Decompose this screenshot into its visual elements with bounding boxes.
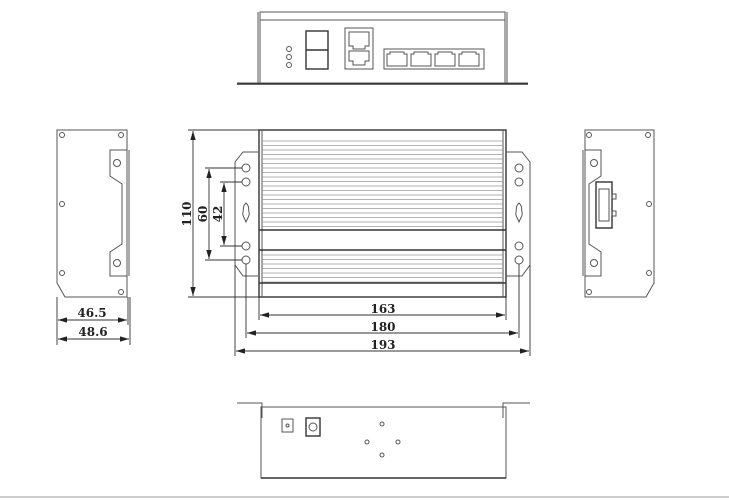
power-inputs [281,417,321,437]
dimension-lines [188,129,531,356]
dim-label-46-5: 46.5 [77,306,106,320]
dim-label-193: 193 [370,338,395,352]
dim-label-48-6: 48.6 [78,325,107,339]
top-view-port-panel [237,11,528,85]
dim-label-42: 42 [211,206,225,223]
main-view-heatsink-body [234,129,531,298]
terminal-connector [595,181,617,229]
left-side-view [56,129,131,345]
right-side-view [582,129,655,298]
dim-label-180: 180 [370,320,395,334]
rj45-stacked-ports [344,27,374,70]
heatsink-fins [262,140,503,283]
dim-label-60: 60 [196,206,210,223]
bottom-view-rear-panel [237,402,530,479]
sfp-slots [305,30,329,70]
rj45-ports-row [383,48,485,70]
dim-label-163: 163 [370,302,395,316]
left-mounting-ear [234,151,258,277]
dim-label-110: 110 [180,201,194,226]
right-mounting-ear [506,151,531,277]
mounting-screws [364,421,401,458]
led-indicators [286,46,292,68]
